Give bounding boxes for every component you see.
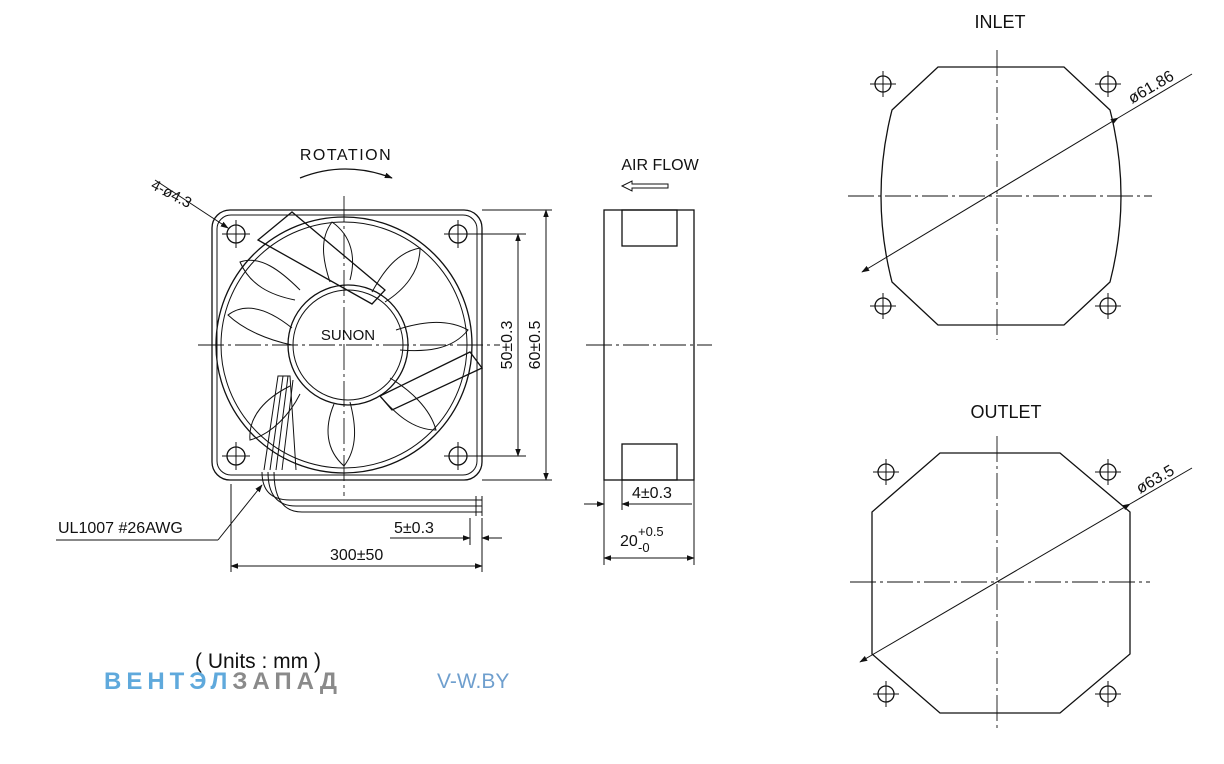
rotation-label: ROTATION <box>300 147 392 164</box>
dim-5-label: 5±0.3 <box>394 520 434 537</box>
side-slot-top <box>621 209 678 247</box>
inlet-title: INLET <box>974 12 1025 32</box>
dim-300-label: 300±50 <box>330 547 383 564</box>
watermark-part2: ЗАПАД <box>232 668 342 695</box>
side-slot-bottom <box>621 443 678 481</box>
frame-struts <box>256 211 484 411</box>
fan-blades <box>227 221 469 467</box>
hole-callout-label: 4-ø4.3 <box>148 177 194 212</box>
dim-4-label: 4±0.3 <box>632 485 672 502</box>
outlet-diameter-label: ø63.5 <box>1134 462 1178 497</box>
dim-50-label: 50±0.3 <box>499 320 516 369</box>
outlet-title: OUTLET <box>970 402 1041 422</box>
inlet-holes <box>870 71 1121 319</box>
wire-callout-leader <box>217 484 263 541</box>
front-view: SUNON ROTATION 4-ø4.3 <box>56 147 552 572</box>
dim-20-tol-plus: +0.5 <box>638 524 664 539</box>
watermark-part1: ВЕНТЭЛ <box>104 668 233 695</box>
dim-20-tol-minus: -0 <box>638 540 650 555</box>
hole-callout-leader <box>154 179 229 229</box>
air-flow-label: AIR FLOW <box>621 157 699 174</box>
outlet-outline <box>871 452 1131 714</box>
rotation-arrow <box>299 168 393 179</box>
outlet-diameter-leader <box>1129 467 1193 505</box>
hub-brand-label: SUNON <box>321 327 375 344</box>
dim-60-label: 60±0.5 <box>527 320 544 369</box>
outlet-view: OUTLET ø63.5 <box>850 402 1193 730</box>
wire-bundle <box>263 375 297 471</box>
side-view: AIR FLOW 4±0.3 20 +0.5 -0 <box>584 157 712 565</box>
units-note: ( Units : mm ) <box>195 650 321 673</box>
outlet-holes <box>873 459 1121 707</box>
inlet-diameter-line <box>861 117 1119 273</box>
wire-callout-label: UL1007 #26AWG <box>58 520 183 537</box>
watermark-site: V-W.BY <box>437 670 510 693</box>
outlet-diameter-line <box>859 503 1131 663</box>
dim-20-label: 20 <box>620 533 638 550</box>
watermark-brand: ВЕНТЭЛЗАПАД <box>104 668 342 696</box>
air-flow-arrow <box>620 180 669 192</box>
inlet-diameter-leader <box>1117 73 1193 119</box>
lead-wires <box>261 471 483 516</box>
inlet-view: INLET ø61.86 <box>848 12 1193 340</box>
